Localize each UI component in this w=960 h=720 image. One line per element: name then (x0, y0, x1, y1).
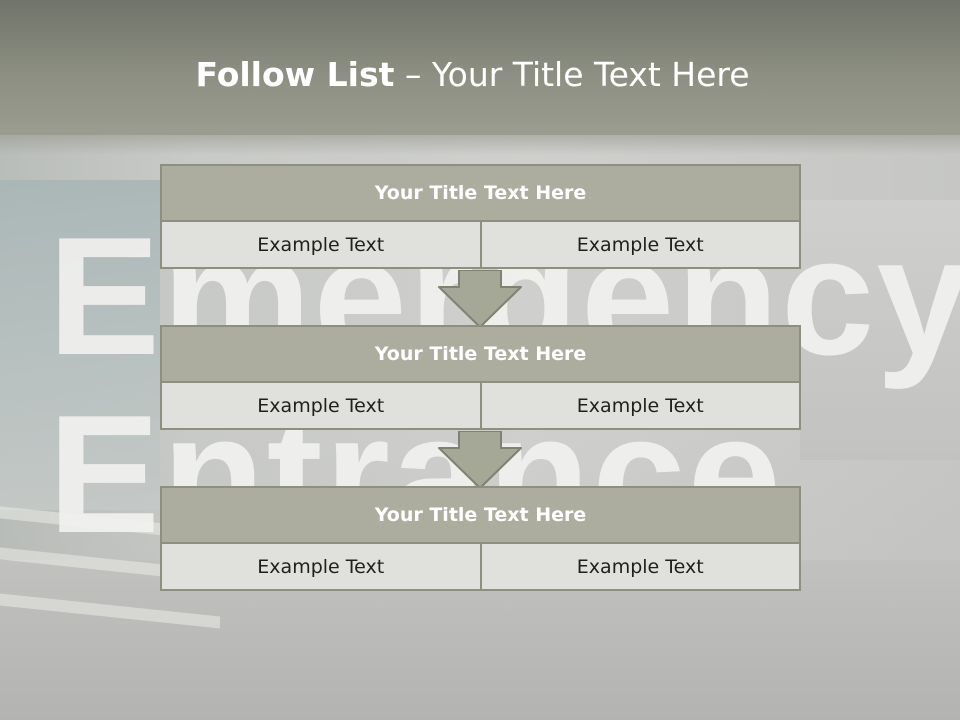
block-cell-right: Example Text (479, 381, 801, 430)
down-arrow-icon (438, 431, 522, 489)
slide-title-bold: Follow List (195, 55, 395, 94)
block-cell-left: Example Text (160, 542, 482, 591)
block-row: Example Text Example Text (160, 381, 801, 430)
down-arrow-icon (438, 270, 522, 328)
block-cell-left: Example Text (160, 220, 482, 269)
block-title: Your Title Text Here (160, 325, 801, 383)
title-band (0, 0, 960, 135)
block-cell-right: Example Text (479, 542, 801, 591)
list-block-3: Your Title Text Here Example Text Exampl… (160, 486, 801, 591)
slide-title: Follow List – Your Title Text Here (0, 55, 945, 94)
slide-title-rest: – Your Title Text Here (394, 55, 750, 94)
block-title: Your Title Text Here (160, 486, 801, 544)
block-row: Example Text Example Text (160, 542, 801, 591)
block-cell-right: Example Text (479, 220, 801, 269)
list-block-1: Your Title Text Here Example Text Exampl… (160, 164, 801, 269)
background-window-right (800, 200, 960, 460)
block-row: Example Text Example Text (160, 220, 801, 269)
list-block-2: Your Title Text Here Example Text Exampl… (160, 325, 801, 430)
block-cell-left: Example Text (160, 381, 482, 430)
block-title: Your Title Text Here (160, 164, 801, 222)
title-band-fade (0, 125, 960, 155)
background-window-left (0, 180, 160, 510)
